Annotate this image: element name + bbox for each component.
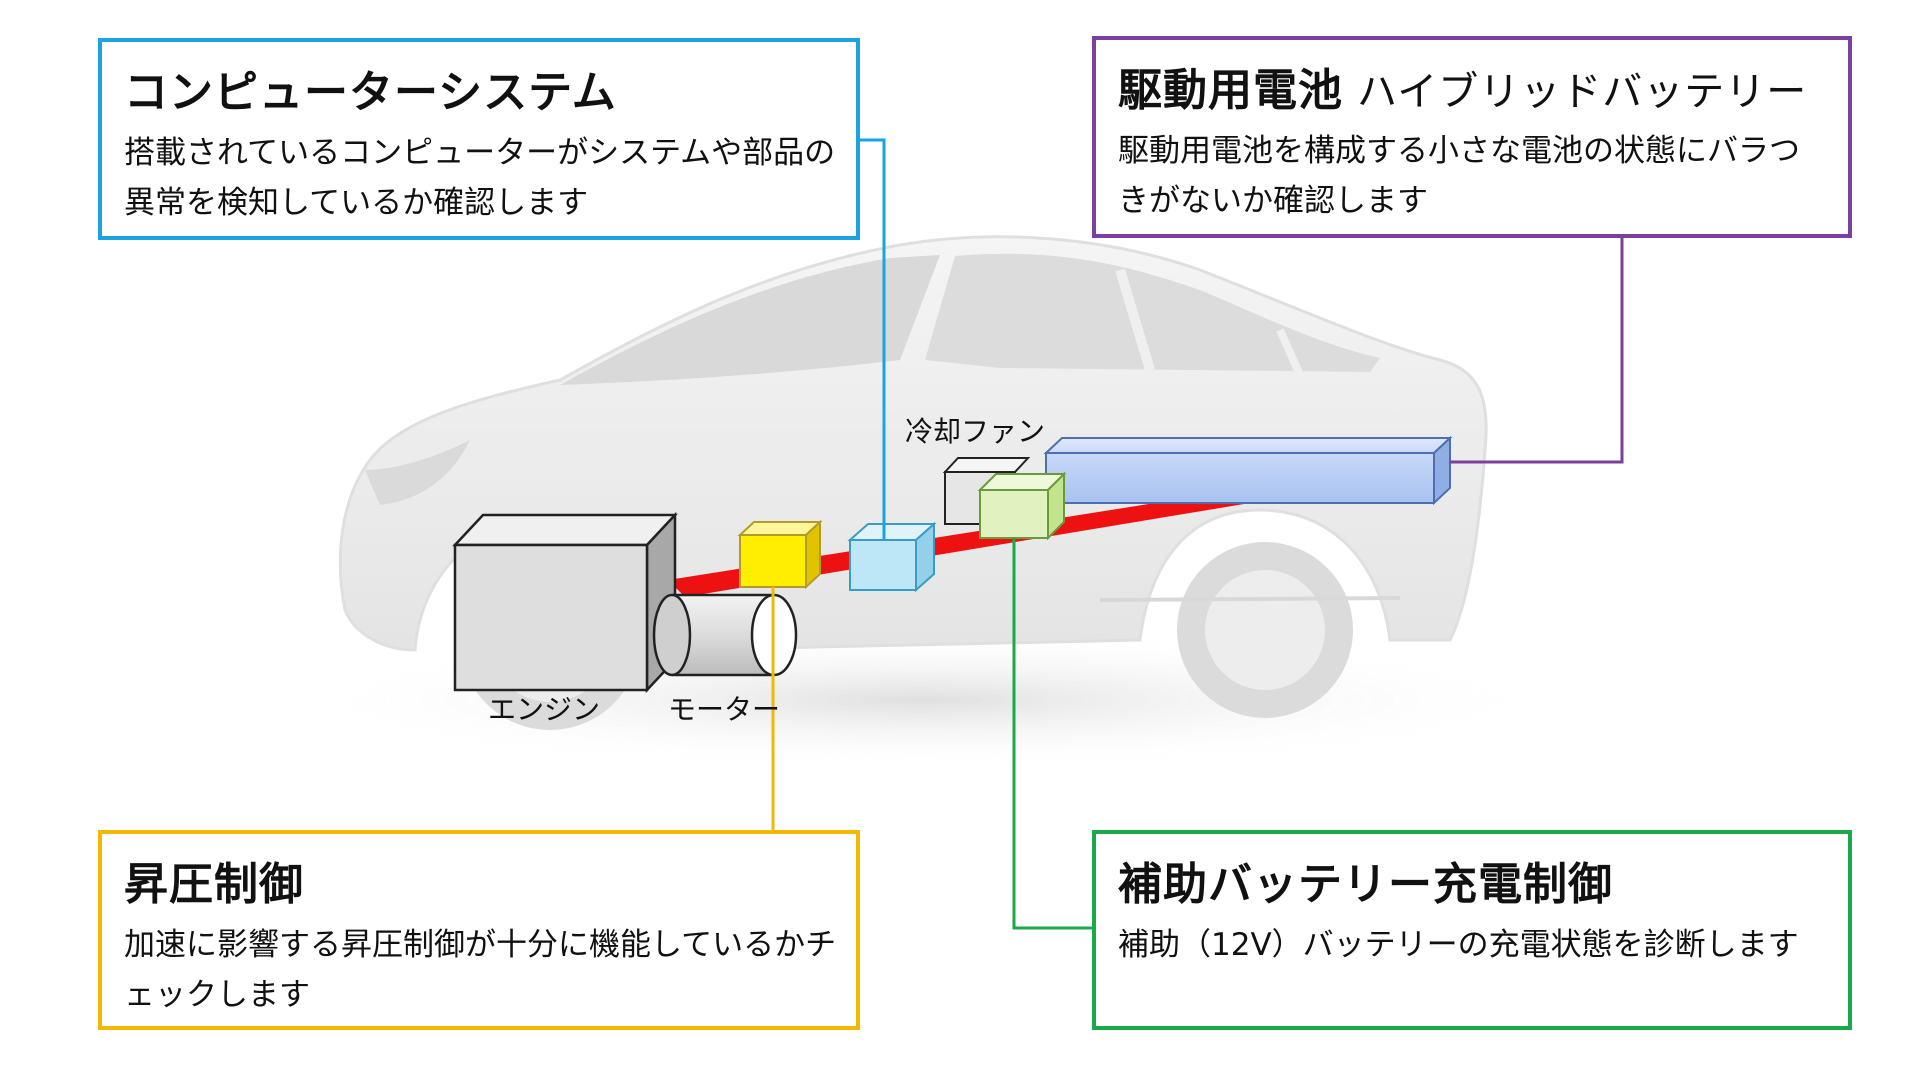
aux-battery-title: 補助バッテリー充電制御 — [1118, 859, 1613, 910]
car-pillar — [1115, 268, 1155, 372]
connector-battery — [1450, 238, 1624, 464]
engine-label: エンジン — [488, 693, 601, 726]
aux-battery-desc: 補助（12V）バッテリーの充電状態を診断します — [1118, 927, 1799, 963]
computer-system-title: コンピューターシステム — [124, 67, 617, 118]
car-sill — [1099, 596, 1401, 602]
connector-aux — [1012, 538, 1092, 930]
boost-control-box: 昇圧制御 加速に影響する昇圧制御が十分に機能しているかチェックします — [98, 830, 860, 1030]
computer-system-box: コンピューターシステム 搭載されているコンピューターがシステムや部品の異常を検知… — [98, 38, 860, 240]
connector-computer — [860, 138, 886, 540]
cooling-fan-label: 冷却ファン — [905, 415, 1046, 448]
computer-unit — [847, 521, 937, 593]
motor-cylinder — [652, 593, 798, 677]
car-rear-pillar — [1276, 328, 1304, 377]
engine-block — [452, 511, 678, 694]
drive-battery-box: 駆動用電池ハイブリッドバッテリー 駆動用電池を構成する小さな電池の状態にバラつき… — [1092, 36, 1852, 238]
rear-wheel-hub — [1205, 570, 1325, 690]
aux-battery-box: 補助バッテリー充電制御 補助（12V）バッテリーの充電状態を診断します — [1092, 830, 1852, 1030]
drive-battery-subtitle: ハイブリッドバッテリー — [1357, 69, 1808, 115]
car-headlight — [365, 440, 470, 505]
motor-label: モーター — [668, 693, 781, 726]
aux-battery-unit — [977, 471, 1067, 541]
boost-control-title: 昇圧制御 — [124, 859, 304, 910]
boost-unit — [737, 519, 823, 590]
drive-battery-title: 駆動用電池ハイブリッドバッテリー — [1118, 54, 1807, 118]
drive-battery-title-main: 駆動用電池 — [1118, 65, 1343, 116]
car-side-window — [925, 253, 1380, 372]
battery-unit — [1043, 435, 1453, 506]
drive-battery-desc: 駆動用電池を構成する小さな電池の状態にバラつきがないか確認します — [1118, 133, 1800, 219]
boost-control-desc: 加速に影響する昇圧制御が十分に機能しているかチェックします — [124, 927, 837, 1013]
car-windshield — [560, 255, 940, 385]
computer-system-desc: 搭載されているコンピューターがシステムや部品の異常を検知しているか確認します — [124, 135, 836, 221]
